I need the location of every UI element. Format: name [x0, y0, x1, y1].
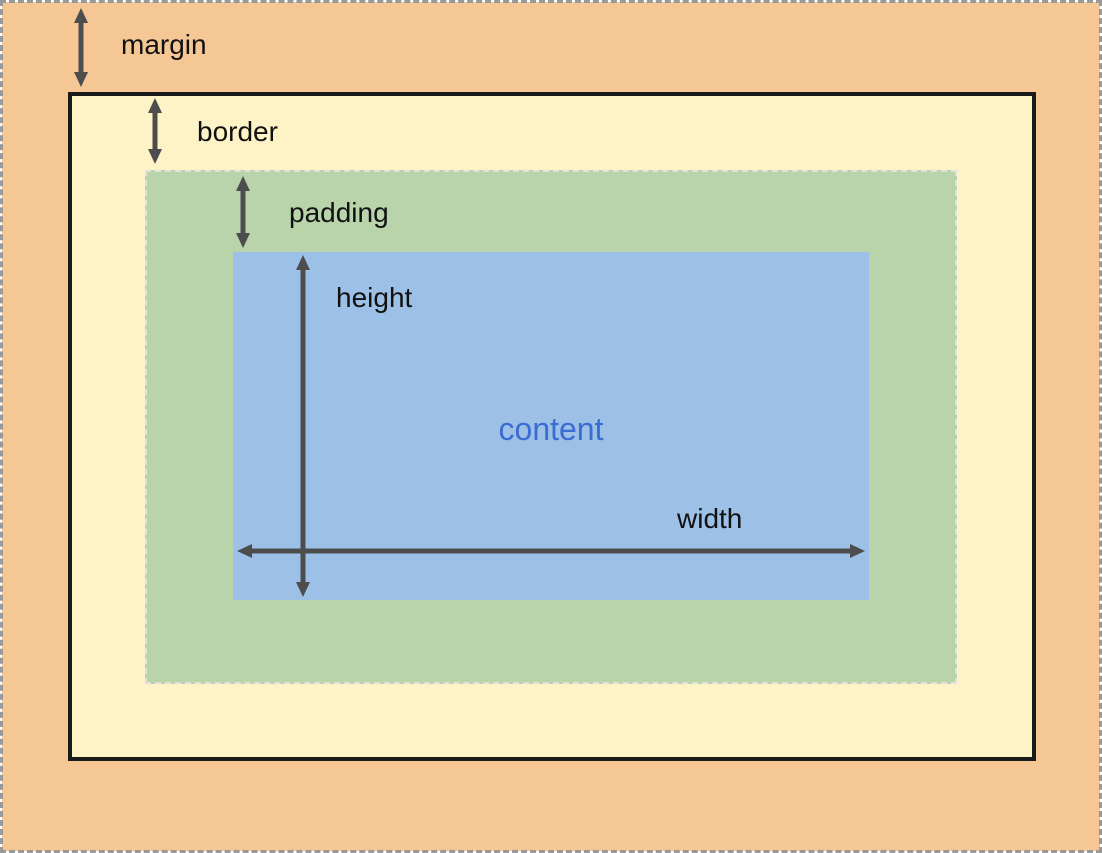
- content-area: [233, 252, 869, 600]
- padding-area: [145, 170, 957, 684]
- border-area: [68, 92, 1036, 761]
